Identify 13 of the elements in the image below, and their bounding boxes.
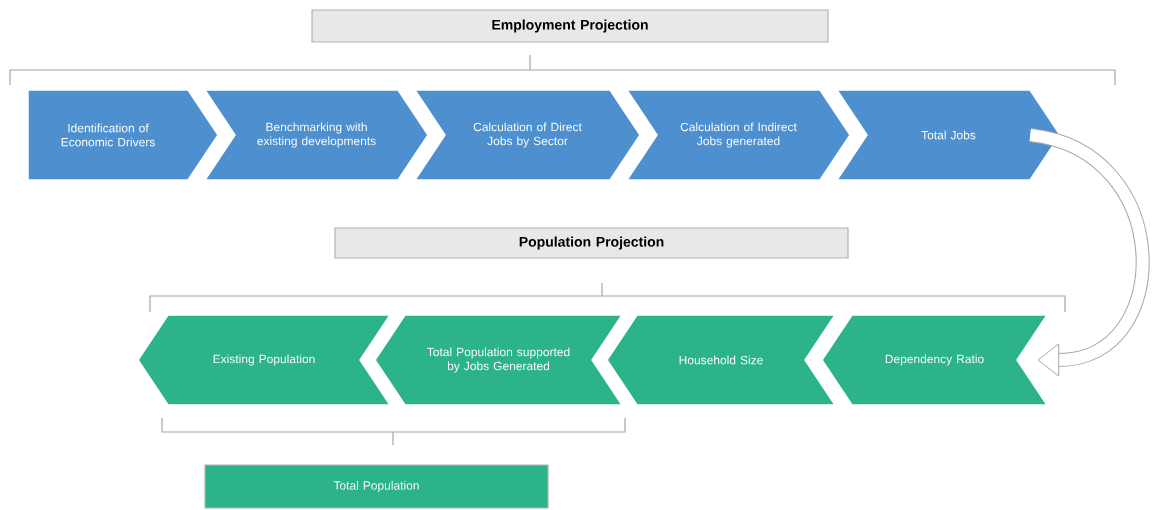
chevron-step: Dependency Ratio [821,314,1049,406]
chevron-step: Benchmarking with existing developments [203,89,429,181]
chevron-step: Total Population supported by Jobs Generated [374,314,624,406]
chevron-step: Existing Population [137,314,392,406]
chevron-step: Calculation of Direct Jobs by Sector [413,89,641,181]
chevron-step: Household Size [606,314,837,406]
curved-arrow [1028,128,1150,377]
header-box: Employment Projection [311,9,829,43]
chevron-step: Identification of Economic Drivers [27,89,219,181]
result-box: Total Population [204,464,549,509]
chevron-step: Total Jobs [835,89,1061,181]
chevron-step: Calculation of Indirect Jobs generated [625,89,851,181]
header-box: Population Projection [334,227,849,259]
